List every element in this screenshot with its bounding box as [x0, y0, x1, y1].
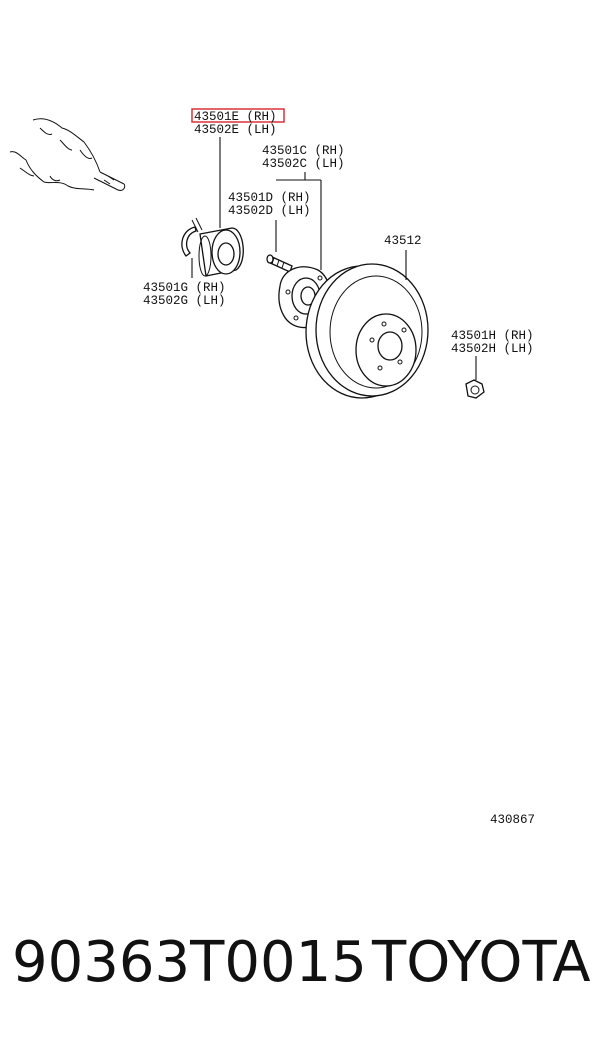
part-number: 90363T0015 [12, 930, 367, 995]
label-disc: 43512 [384, 234, 422, 248]
label-bearing-rh: 43501E (RH) [194, 110, 277, 124]
footer: 90363T0015 TOYOTA [0, 935, 600, 1015]
label-hub-rh: 43501C (RH) [262, 144, 345, 158]
brake-disc-part [305, 263, 429, 399]
hub-bearing-part [198, 227, 244, 277]
label-bolt-lh: 43502D (LH) [228, 204, 311, 218]
label-bearing-lh: 43502E (LH) [194, 123, 277, 137]
diagram-id: 430867 [490, 813, 535, 827]
brand-name: TOYOTA [372, 930, 591, 995]
knuckle-sketch [9, 118, 126, 191]
label-hub-lh: 43502C (LH) [262, 157, 345, 171]
label-snapring-lh: 43502G (LH) [143, 294, 226, 308]
label-bolt-rh: 43501D (RH) [228, 191, 311, 205]
hub-nut-part [465, 379, 485, 399]
selected-part-highlight [191, 108, 285, 123]
snap-ring-part [181, 217, 203, 257]
label-nut-rh: 43501H (RH) [451, 329, 534, 343]
label-nut-lh: 43502H (LH) [451, 342, 534, 356]
hub-bolt-part [266, 254, 293, 273]
callout-lines [191, 137, 477, 380]
label-snapring-rh: 43501G (RH) [143, 281, 226, 295]
